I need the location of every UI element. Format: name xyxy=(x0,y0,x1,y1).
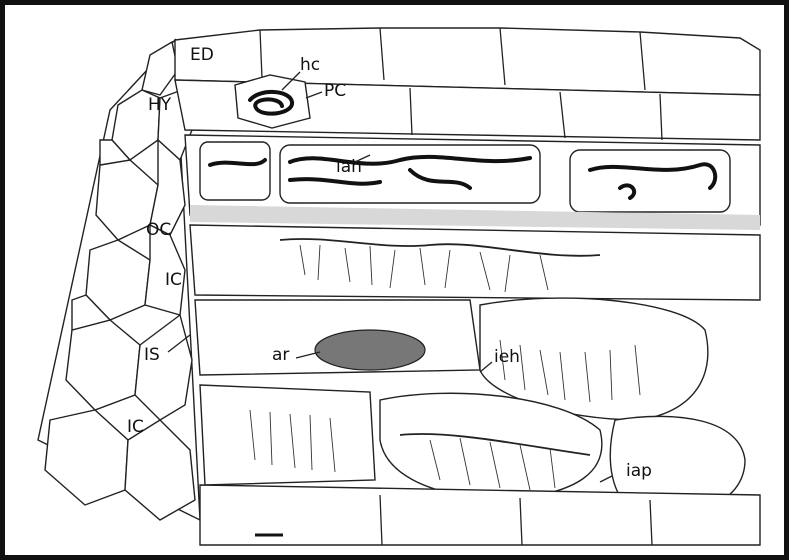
label-ED: ED xyxy=(190,45,214,65)
label-PC: PC xyxy=(324,81,346,101)
label-IC-upper: IC xyxy=(165,270,182,290)
label-iah: iah xyxy=(336,157,362,177)
label-HY: HY xyxy=(148,95,172,115)
label-hc: hc xyxy=(300,55,320,75)
label-iap: iap xyxy=(626,461,652,481)
label-IC-lower: IC xyxy=(127,417,144,437)
label-ar: ar xyxy=(272,345,289,365)
label-OC: OC xyxy=(146,220,171,240)
iah-row xyxy=(185,135,760,230)
label-IS: IS xyxy=(144,345,160,365)
lower-rows xyxy=(200,385,760,545)
ar-granules xyxy=(315,330,425,370)
label-ieh: ieh xyxy=(494,347,520,367)
